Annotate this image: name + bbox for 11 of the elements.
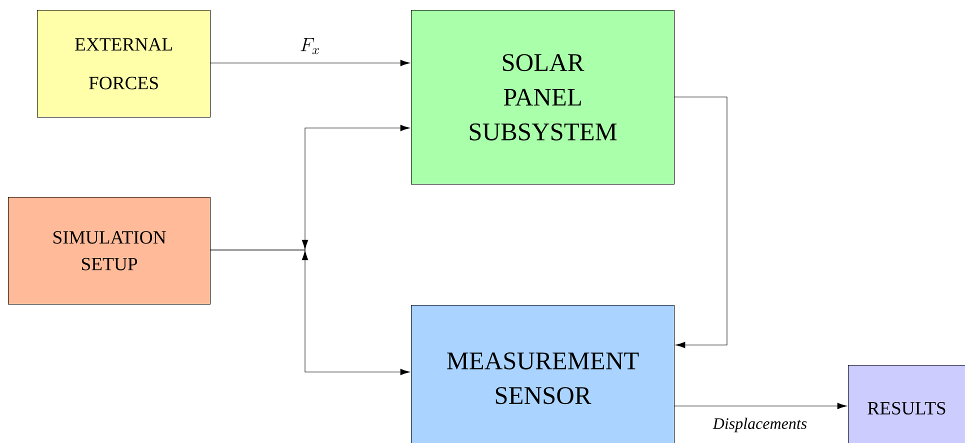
process-box: RESULTS <box>848 364 965 443</box>
process-box: MEASUREMENT SENSOR <box>411 305 675 443</box>
arrow <box>210 240 410 376</box>
process-box: SOLAR PANEL SUBSYSTEM <box>411 10 675 185</box>
process-box: EXTERNAL FORCES <box>37 10 211 118</box>
edge-label: $F_x$ <box>300 38 319 54</box>
arrow <box>210 60 410 66</box>
arrow <box>674 96 728 348</box>
edge-label: Displacements <box>712 418 807 432</box>
process-box: SIMULATION SETUP <box>8 197 211 305</box>
arrow <box>674 402 847 410</box>
